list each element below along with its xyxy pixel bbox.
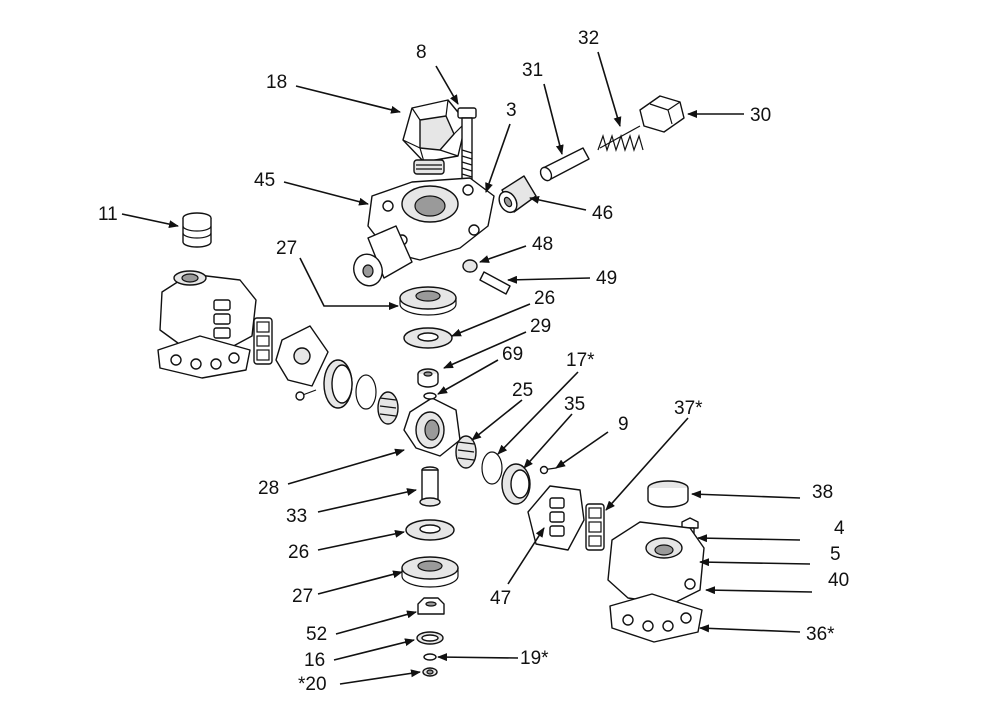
callout-26-lower: 26 — [288, 542, 309, 563]
callout-11: 11 — [98, 204, 118, 225]
part-16-oring — [416, 631, 444, 645]
part-left-manifold — [157, 270, 257, 379]
callout-49: 49 — [596, 268, 617, 289]
part-29-nut — [417, 368, 439, 388]
callout-28: 28 — [258, 478, 279, 499]
callout-labels: 8 18 32 31 3 30 45 46 11 48 27 49 26 29 … — [98, 28, 849, 695]
callout-27-lower: 27 — [292, 586, 313, 607]
part-27-top-ring — [399, 286, 457, 316]
part-left-gasket — [253, 317, 273, 365]
callout-8: 8 — [416, 42, 427, 63]
callout-9: 9 — [618, 414, 629, 435]
callout-48: 48 — [532, 234, 553, 255]
callout-19: 19* — [520, 648, 549, 669]
callout-3: 3 — [506, 100, 517, 121]
part-33-stem — [419, 466, 441, 507]
part-28-center-body — [403, 397, 461, 457]
callout-35: 35 — [564, 394, 585, 415]
part-18-hex-cap — [402, 99, 467, 175]
callout-30: 30 — [750, 105, 771, 126]
callout-4: 4 — [834, 518, 845, 539]
part-69-washer — [423, 392, 437, 400]
part-37-gasket — [585, 503, 605, 551]
callout-26-top: 26 — [534, 288, 555, 309]
part-17-oring — [481, 451, 503, 485]
callout-25: 25 — [512, 380, 533, 401]
callout-29: 29 — [530, 316, 551, 337]
part-19-washer — [423, 653, 437, 661]
callout-46: 46 — [592, 203, 613, 224]
part-30-fitting — [639, 95, 685, 133]
callout-31: 31 — [522, 60, 543, 81]
callout-17: 17* — [566, 350, 595, 371]
callout-5: 5 — [830, 544, 841, 565]
callout-37: 37* — [674, 398, 703, 419]
callout-38: 38 — [812, 482, 833, 503]
part-35-seat — [501, 463, 531, 505]
part-32-spring — [597, 125, 644, 152]
part-20-nut — [422, 667, 438, 677]
part-31-rod — [539, 147, 590, 182]
callout-33: 33 — [286, 506, 307, 527]
part-40-right-manifold — [607, 521, 705, 643]
leader-lines — [121, 51, 813, 685]
part-9-screw — [539, 465, 557, 475]
callout-27-top: 27 — [276, 238, 297, 259]
callout-52: 52 — [306, 624, 327, 645]
part-left-valve-plate — [275, 325, 329, 401]
callout-36: 36* — [806, 624, 835, 645]
callout-45: 45 — [254, 170, 275, 191]
part-46-coupling — [498, 175, 537, 214]
callout-40: 40 — [828, 570, 849, 591]
callout-18: 18 — [266, 72, 287, 93]
part-52-plug — [417, 597, 445, 615]
callout-20: *20 — [298, 674, 327, 695]
part-38-cap — [647, 480, 689, 508]
callout-16: 16 — [304, 650, 325, 671]
callout-69: 69 — [502, 344, 523, 365]
part-27-lower-ring — [401, 556, 459, 588]
part-26-lower-washer — [405, 519, 455, 541]
part-left-seals — [323, 359, 399, 425]
part-26-top-washer — [403, 327, 453, 349]
part-11-cap — [182, 212, 212, 248]
part-48-bushing — [462, 259, 478, 273]
part-25-seal — [455, 435, 477, 469]
part-45-housing — [353, 177, 495, 287]
callout-47: 47 — [490, 588, 511, 609]
part-49-pin — [479, 271, 511, 295]
callout-32: 32 — [578, 28, 599, 49]
